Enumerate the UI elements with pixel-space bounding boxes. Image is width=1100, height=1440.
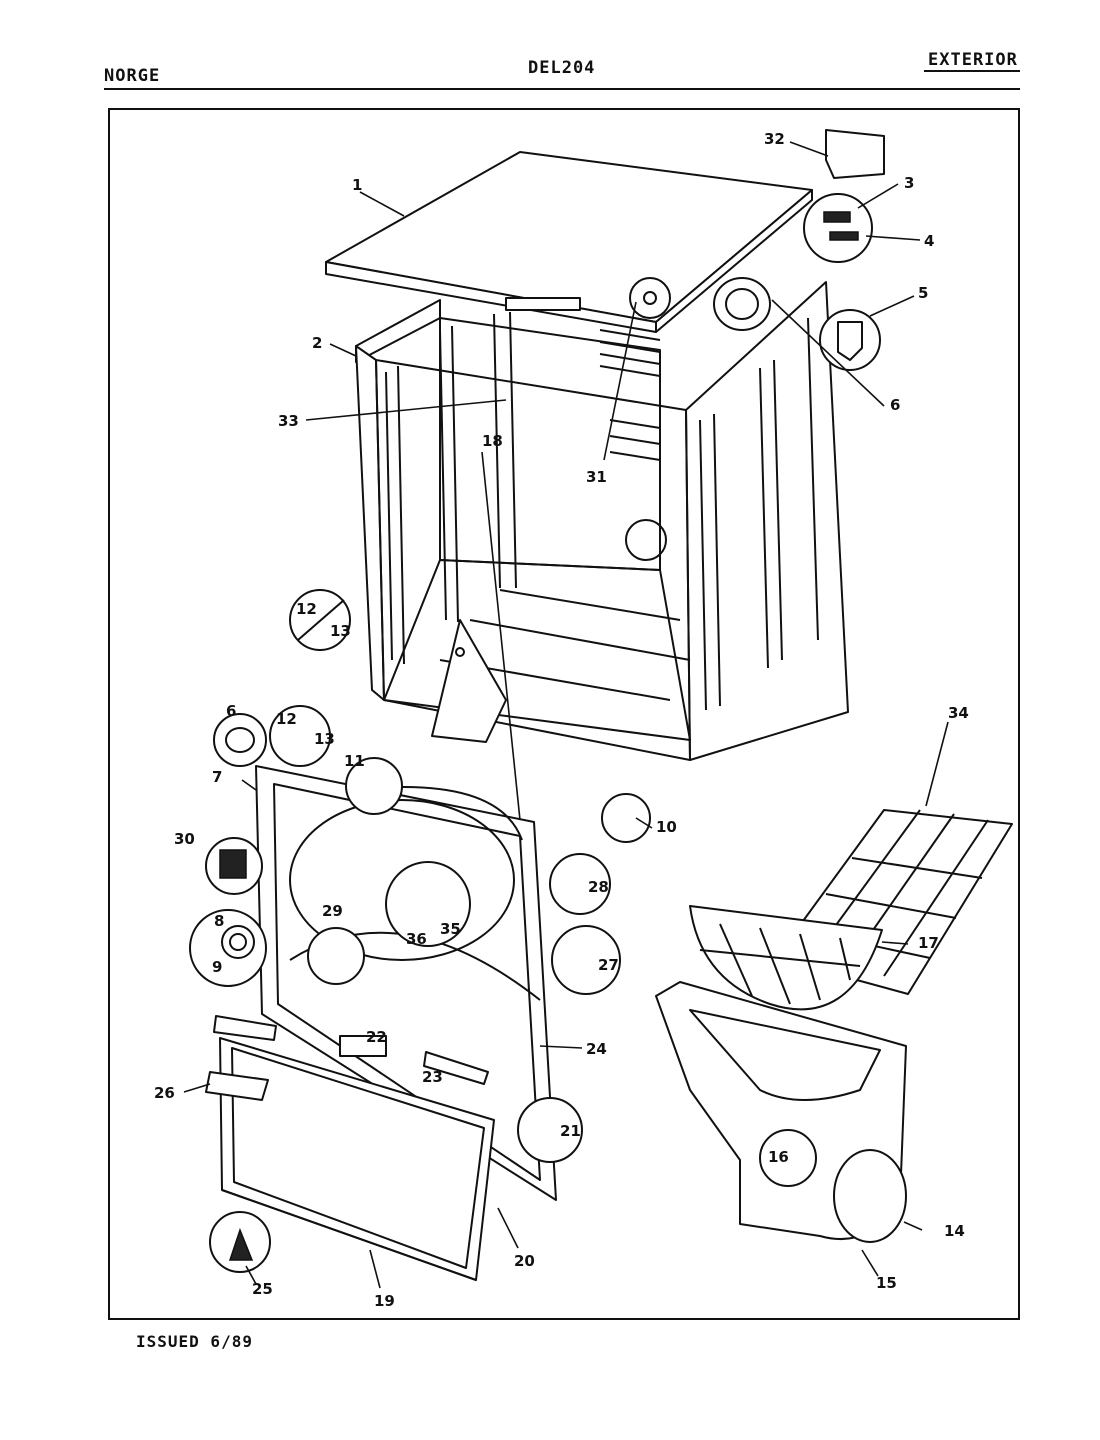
callout-34: 34 xyxy=(948,704,969,722)
callout-labels: 1 2 3 4 5 6 33 31 12 13 6 12 13 11 18 7 … xyxy=(154,130,969,1310)
leader-lines xyxy=(183,141,949,1289)
callout-26: 26 xyxy=(154,1084,175,1102)
callout-6: 6 xyxy=(890,396,900,414)
callout-24: 24 xyxy=(586,1040,607,1058)
brand-name: NORGE xyxy=(104,66,161,86)
lint-filter xyxy=(689,905,883,1011)
diagram-frame xyxy=(108,108,1020,1320)
issue-date: ISSUED 6/89 xyxy=(136,1332,253,1351)
dryer-door xyxy=(205,1015,495,1281)
section-title: EXTERIOR xyxy=(928,50,1018,70)
callout-3: 3 xyxy=(904,174,914,192)
callout-35: 35 xyxy=(440,920,461,938)
callout-13: 13 xyxy=(330,622,351,640)
callout-6-lower: 6 xyxy=(226,702,236,720)
callout-19: 19 xyxy=(374,1292,395,1310)
callout-23: 23 xyxy=(422,1068,443,1086)
callout-18: 18 xyxy=(482,432,503,450)
callout-11: 11 xyxy=(344,752,365,770)
callout-12-lower: 12 xyxy=(276,710,297,728)
cabinet-shell xyxy=(355,277,849,761)
callout-21: 21 xyxy=(560,1122,581,1140)
callout-30: 30 xyxy=(174,830,195,848)
callout-20: 20 xyxy=(514,1252,535,1270)
bracket-32 xyxy=(825,129,885,179)
callout-31: 31 xyxy=(586,468,607,486)
detail-circles xyxy=(289,193,881,651)
callout-32: 32 xyxy=(764,130,785,148)
callout-29: 29 xyxy=(322,902,343,920)
callout-16: 16 xyxy=(768,1148,789,1166)
callout-1: 1 xyxy=(352,176,362,194)
left-detail-circles xyxy=(189,705,651,1273)
exhaust-duct xyxy=(655,981,907,1243)
callout-15: 15 xyxy=(876,1274,897,1292)
callout-17: 17 xyxy=(918,934,939,952)
header-rule xyxy=(104,88,1020,90)
callout-5: 5 xyxy=(918,284,928,302)
callout-28: 28 xyxy=(588,878,609,896)
callout-25: 25 xyxy=(252,1280,273,1298)
cabinet-top xyxy=(325,151,813,333)
model-number: DEL204 xyxy=(528,58,596,78)
callout-8: 8 xyxy=(214,912,224,930)
callout-22: 22 xyxy=(366,1028,387,1046)
callout-7: 7 xyxy=(212,768,222,786)
section-underline xyxy=(924,70,1020,72)
callout-12: 12 xyxy=(296,600,317,618)
callout-2: 2 xyxy=(312,334,322,352)
callout-36: 36 xyxy=(406,930,427,948)
callout-9: 9 xyxy=(212,958,222,976)
callout-4: 4 xyxy=(924,232,934,250)
callout-27: 27 xyxy=(598,956,619,974)
callout-10: 10 xyxy=(656,818,677,836)
callout-33: 33 xyxy=(278,412,299,430)
callout-14: 14 xyxy=(944,1222,965,1240)
callout-13-lower: 13 xyxy=(314,730,335,748)
